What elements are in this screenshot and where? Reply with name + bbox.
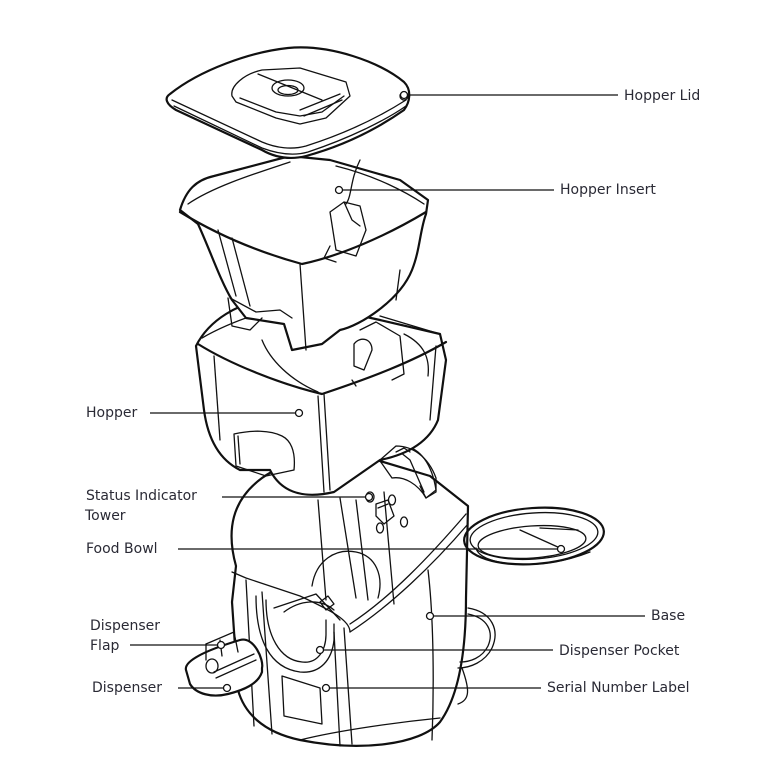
pointer-base (425, 611, 435, 621)
food-bowl-part (463, 506, 605, 566)
pointer-hopper-lid (399, 90, 409, 100)
label-dispenser-pocket: Dispenser Pocket (559, 643, 680, 659)
label-hopper-insert: Hopper Insert (560, 182, 656, 198)
pointer-dispenser-flap (216, 640, 226, 650)
hopper-lid-part (165, 46, 411, 160)
label-dispenser: Dispenser (92, 680, 162, 696)
label-hopper-lid: Hopper Lid (624, 88, 701, 104)
pointer-food-bowl (556, 544, 566, 554)
pointer-hopper-insert (334, 185, 344, 195)
dispenser-part (184, 631, 264, 697)
label-dispenser-flap-line1: Dispenser (90, 618, 160, 634)
label-hopper: Hopper (86, 405, 138, 421)
base-part (230, 445, 496, 747)
pointer-status-indicator (364, 492, 374, 502)
leader-lines (130, 90, 645, 693)
label-food-bowl: Food Bowl (86, 541, 158, 557)
pointer-hopper (294, 408, 304, 418)
label-status-indicator-line1: Status Indicator (86, 488, 197, 504)
pointer-dispenser (222, 683, 232, 693)
hopper-insert-part (178, 154, 430, 352)
pointer-dispenser-pocket (315, 645, 325, 655)
label-dispenser-flap-line2: Flap (90, 638, 120, 654)
label-serial-number-label: Serial Number Label (547, 680, 690, 696)
pointer-serial-number (321, 683, 331, 693)
label-base: Base (651, 608, 686, 624)
label-status-indicator-line2: Tower (85, 508, 126, 524)
